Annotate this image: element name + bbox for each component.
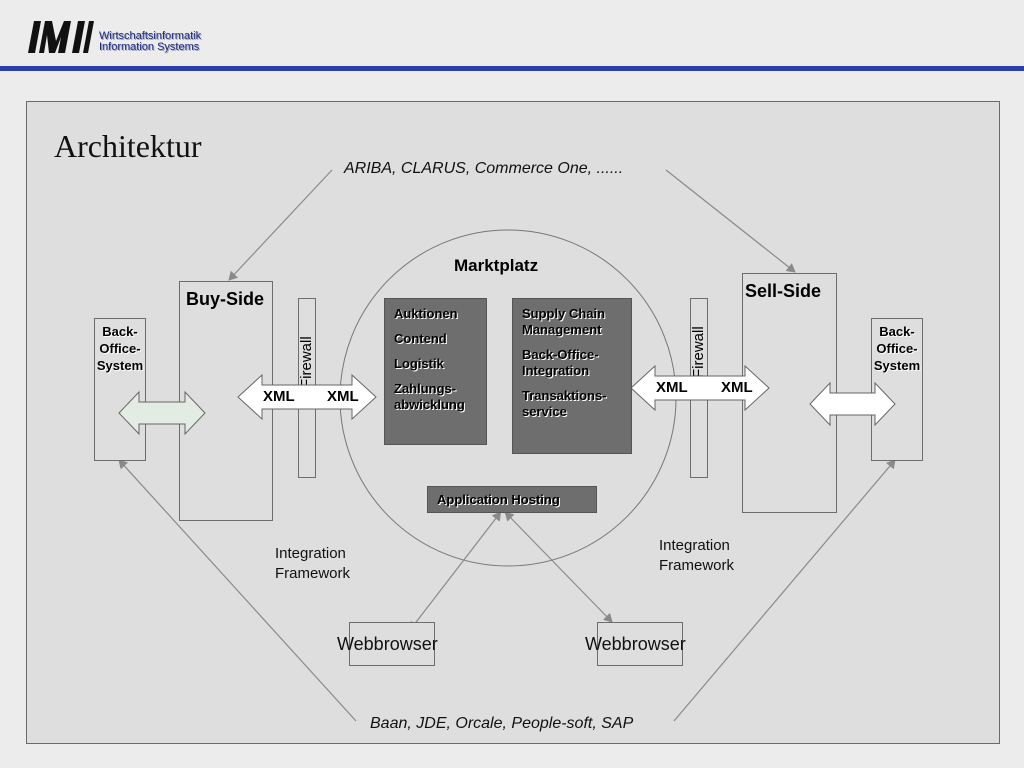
buy-side-label: Buy-Side xyxy=(186,289,265,309)
xml-left-1: XML xyxy=(263,388,295,405)
integration-right-line-1: Integration xyxy=(659,537,730,554)
slide-title: Architektur xyxy=(54,128,202,164)
back-office-right-label: Back- Office- System xyxy=(865,323,929,374)
back-office-right-line-3: System xyxy=(873,358,921,373)
marktplatz-services-box-right: Supply Chain Management Back-Office- Int… xyxy=(512,298,632,454)
iwi-logo xyxy=(28,21,94,53)
service-back-office-integration: Back-Office- Integration xyxy=(522,347,599,378)
logo-text: Wirtschaftsinformatik Information System… xyxy=(99,31,201,53)
back-office-left-label: Back- Office- System xyxy=(88,323,152,374)
bottom-vendors-caption: Baan, JDE, Orcale, People-soft, SAP xyxy=(370,715,634,732)
service-logistik: Logistik xyxy=(394,356,444,371)
xml-right-1: XML xyxy=(656,379,688,396)
service-supply-chain: Supply Chain Management xyxy=(522,306,606,337)
webbrowser-box-right xyxy=(597,622,683,666)
service-zahlungsabwicklung: Zahlungs- abwicklung xyxy=(394,381,465,412)
sell-side-label: Sell-Side xyxy=(745,281,822,301)
integration-right-line-2: Framework xyxy=(659,557,735,574)
back-office-left-line-3: System xyxy=(96,358,144,373)
logo-line-1: Wirtschaftsinformatik xyxy=(99,30,202,42)
header-accent-bar xyxy=(0,66,1024,71)
logo-line-2: Information Systems xyxy=(99,41,200,53)
application-hosting-label: Application Hosting xyxy=(437,492,560,507)
back-office-system-left xyxy=(94,318,146,461)
integration-framework-left: Integration Framework xyxy=(275,544,350,584)
integration-left-line-2: Framework xyxy=(275,565,351,582)
service-contend: Contend xyxy=(394,331,447,346)
top-vendors-caption: ARIBA, CLARUS, Commerce One, ...... xyxy=(344,160,624,177)
xml-right-2: XML xyxy=(721,379,753,396)
marktplatz-label: Marktplatz xyxy=(454,256,539,275)
back-office-right-arrow xyxy=(809,381,896,427)
back-office-left-arrow xyxy=(118,390,206,436)
webbrowser-left-label: Webbrowser xyxy=(337,634,438,654)
xml-arrow-right xyxy=(630,364,770,412)
service-auktionen: Auktionen xyxy=(394,306,458,321)
xml-left-2: XML xyxy=(327,388,359,405)
back-office-left-line-2: Office- xyxy=(99,341,141,356)
application-hosting-box: Application Hosting xyxy=(427,486,597,513)
back-office-left-line-1: Back- xyxy=(102,324,138,339)
webbrowser-box-left xyxy=(349,622,435,666)
back-office-right-line-1: Back- xyxy=(879,324,915,339)
integration-left-line-1: Integration xyxy=(275,545,346,562)
integration-framework-right: Integration Framework xyxy=(659,536,734,576)
xml-arrow-left xyxy=(237,373,377,421)
marktplatz-services-box-left: Auktionen Contend Logistik Zahlungs- abw… xyxy=(384,298,487,445)
back-office-right-line-2: Office- xyxy=(876,341,918,356)
service-transaktionsservice: Transaktions- service xyxy=(522,388,607,419)
webbrowser-right-label: Webbrowser xyxy=(585,634,686,654)
